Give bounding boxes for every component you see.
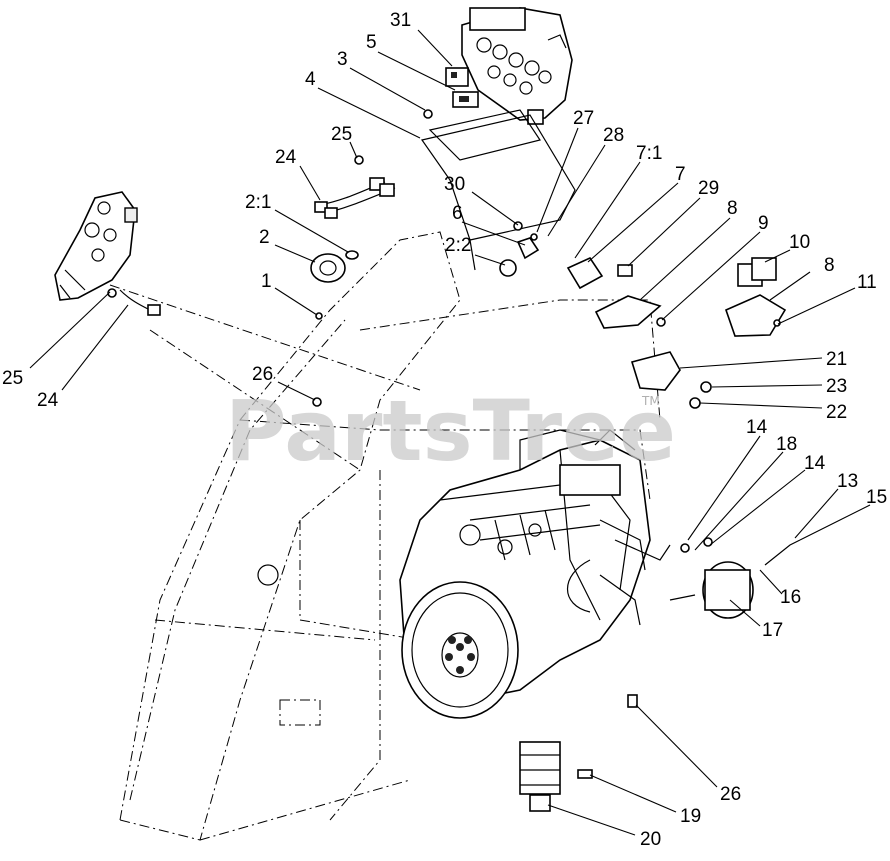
leader-lines [29, 29, 871, 836]
callout-3: 3 [337, 49, 348, 70]
callout-30: 30 [444, 174, 465, 195]
callout-24b: 24 [37, 390, 59, 411]
chassis-frame [109, 231, 661, 841]
callout-2-2: 2:2 [445, 235, 471, 256]
callout-11: 11 [857, 272, 877, 293]
callout-28: 28 [603, 125, 624, 146]
callout-19: 19 [680, 806, 701, 827]
callout-26: 26 [252, 364, 273, 385]
hydraulic-valve-side [54, 191, 138, 301]
callout-7-1: 7:1 [636, 143, 662, 164]
callout-27: 27 [573, 108, 594, 129]
callout-16: 16 [780, 587, 801, 608]
callout-22: 22 [826, 402, 847, 423]
wire-harness [119, 177, 396, 316]
callout-8b: 8 [824, 255, 835, 276]
callout-2-1: 2:1 [245, 192, 271, 213]
callout-7: 7 [675, 164, 686, 185]
callout-29: 29 [698, 178, 719, 199]
callout-10: 10 [789, 232, 810, 253]
callout-4: 4 [305, 69, 316, 90]
mounting-plate [420, 109, 576, 271]
callout-labels: 31 5 3 4 25 24 2:1 2 1 27 28 7:1 7 30 29… [2, 10, 887, 850]
callout-25b: 25 [2, 368, 23, 389]
callout-15: 15 [866, 487, 887, 508]
callout-9: 9 [758, 213, 769, 234]
flywheel [401, 581, 519, 719]
callout-18: 18 [776, 434, 797, 455]
callout-1: 1 [261, 271, 272, 292]
watermark-trademark: TM [641, 394, 660, 408]
hydraulic-control-valve-top [461, 7, 573, 125]
callout-20: 20 [640, 829, 661, 850]
callout-21: 21 [826, 349, 847, 370]
electrical-components [499, 237, 801, 812]
watermark-text: PartsTree [225, 382, 676, 480]
callout-13: 13 [837, 471, 858, 492]
switch-assembly [445, 67, 479, 108]
callout-24: 24 [275, 147, 297, 168]
callout-5: 5 [366, 32, 377, 53]
callout-2: 2 [259, 227, 270, 248]
callout-26b: 26 [720, 784, 741, 805]
callout-31: 31 [390, 10, 411, 31]
callout-6: 6 [452, 203, 463, 224]
callout-14b: 14 [804, 453, 826, 474]
callout-23: 23 [826, 376, 847, 397]
callout-8: 8 [727, 198, 738, 219]
callout-17: 17 [762, 620, 783, 641]
ignition-switch [310, 250, 359, 283]
callout-25: 25 [331, 124, 352, 145]
callout-14: 14 [746, 417, 768, 438]
